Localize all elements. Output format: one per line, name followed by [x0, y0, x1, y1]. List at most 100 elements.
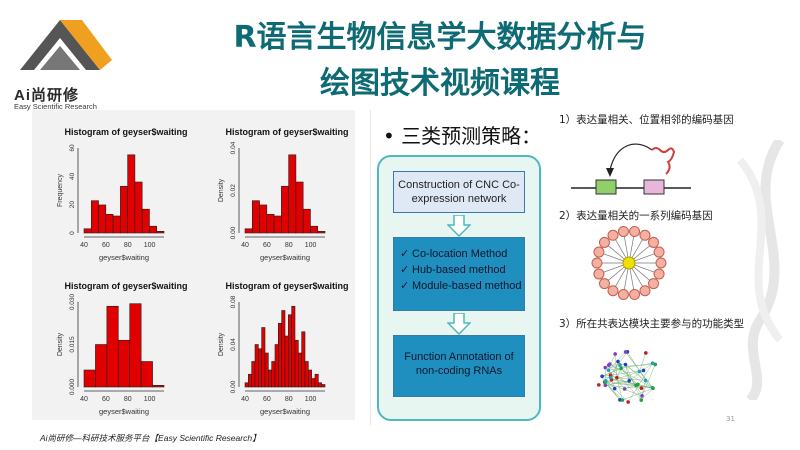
network-node	[618, 363, 622, 367]
page-title-line2: 绘图技术视频课程	[320, 66, 560, 101]
histogram-bar	[310, 225, 319, 234]
histogram-bar	[264, 352, 269, 388]
histogram-bar	[318, 382, 322, 388]
method-item: ✓Co-location Method	[400, 248, 508, 260]
histogram-bar	[288, 314, 292, 388]
network-edge	[605, 385, 642, 389]
histogram-bar	[83, 228, 92, 234]
down-arrow-icon	[447, 215, 471, 237]
histogram-bar	[261, 327, 266, 388]
x-axis-label: geyser$waiting	[260, 407, 310, 416]
histogram-bar	[304, 361, 309, 388]
network-edge	[627, 363, 653, 403]
radial-gene-node	[617, 289, 629, 301]
coexpression-radial-diagram	[591, 225, 667, 301]
histogram-bar	[248, 373, 252, 388]
logo-roof-icon	[20, 20, 112, 70]
y-axis-label: Density	[218, 332, 225, 356]
radial-gene-node	[593, 268, 605, 280]
x-tick-label: 80	[285, 396, 293, 403]
histogram-bar	[278, 322, 282, 388]
x-tick-label: 80	[124, 396, 132, 403]
radial-gene-node	[591, 257, 603, 269]
network-node	[612, 386, 617, 391]
y-tick-label: 0.04	[230, 338, 237, 351]
histogram-bar	[120, 185, 128, 234]
network-node	[639, 398, 644, 402]
radial-gene-node	[655, 257, 667, 269]
histogram-bar	[244, 382, 249, 388]
y-tick-label: 0	[69, 231, 76, 235]
x-tick-label: 80	[124, 242, 132, 249]
radial-gene-node	[639, 229, 651, 241]
network-edge	[604, 382, 621, 400]
network-node	[603, 379, 608, 383]
method-item: ✓Hub-based method	[400, 264, 506, 276]
histogram-title: Histogram of geyser$waiting	[64, 127, 187, 137]
x-tick-label: 100	[305, 396, 317, 403]
network-edge	[639, 352, 647, 372]
network-edge	[605, 367, 606, 381]
radial-gene-node	[648, 236, 660, 248]
flow-node-construction: Construction of CNC Co-expression networ…	[393, 171, 525, 213]
radial-gene-node	[653, 246, 665, 258]
x-tick-label: 40	[241, 242, 249, 249]
dna-decoration-icon	[736, 140, 785, 400]
network-edge	[622, 388, 654, 401]
network-edge	[620, 368, 637, 386]
network-node	[613, 352, 617, 356]
radial-gene-node	[629, 225, 641, 237]
network-node	[606, 368, 611, 372]
histogram-bar	[271, 361, 276, 388]
network-node	[626, 400, 630, 404]
x-tick-label: 60	[102, 396, 110, 403]
module-network-diagram	[597, 349, 658, 404]
network-node	[644, 351, 648, 355]
radial-gene-node	[629, 289, 641, 301]
network-node	[597, 383, 601, 387]
network-edge	[635, 385, 643, 396]
network-node	[620, 398, 625, 402]
network-node	[627, 378, 632, 383]
network-edge	[609, 363, 638, 385]
histogram-bar	[244, 228, 253, 234]
x-axis-label: geyser$waiting	[99, 407, 149, 416]
y-axis-label: Density	[218, 178, 225, 202]
radial-gene-node	[593, 246, 605, 258]
histogram-bar	[281, 185, 289, 234]
network-node	[643, 378, 648, 383]
network-node	[603, 383, 608, 388]
logo: Ai尚研修 Easy Scientific Research	[12, 12, 117, 111]
y-tick-label: 60	[69, 144, 76, 152]
network-node	[640, 394, 644, 398]
histogram-bar	[321, 384, 326, 388]
x-tick-label: 60	[263, 242, 271, 249]
slide-page-number: 31	[726, 415, 735, 423]
network-node	[641, 368, 646, 373]
network-edge	[611, 379, 653, 388]
network-node	[600, 374, 604, 379]
histogram-bar	[112, 215, 121, 234]
strategy-step-1: 1）表达量相关、位置相邻的编码基因	[559, 114, 734, 126]
histogram-bar	[105, 214, 114, 234]
histogram-bar	[141, 208, 150, 234]
network-edge	[608, 362, 653, 371]
y-tick-label: 0.015	[69, 336, 76, 353]
network-edge	[616, 377, 623, 401]
network-node	[634, 383, 638, 388]
radial-gene-node	[598, 278, 610, 290]
network-node	[608, 362, 612, 366]
histogram-bar	[266, 214, 275, 234]
histogram-title: Histogram of geyser$waiting	[64, 281, 187, 291]
y-tick-label: 40	[69, 172, 76, 180]
histogram-bar	[308, 369, 312, 388]
network-edge	[608, 364, 626, 366]
network-edge	[627, 351, 646, 381]
histogram-bar	[117, 339, 131, 388]
radial-gene-node	[653, 268, 665, 280]
x-tick-label: 80	[285, 242, 293, 249]
logo-text: Ai尚研修	[14, 87, 80, 104]
down-arrow-icon	[447, 313, 471, 335]
histogram-bar	[127, 154, 136, 234]
